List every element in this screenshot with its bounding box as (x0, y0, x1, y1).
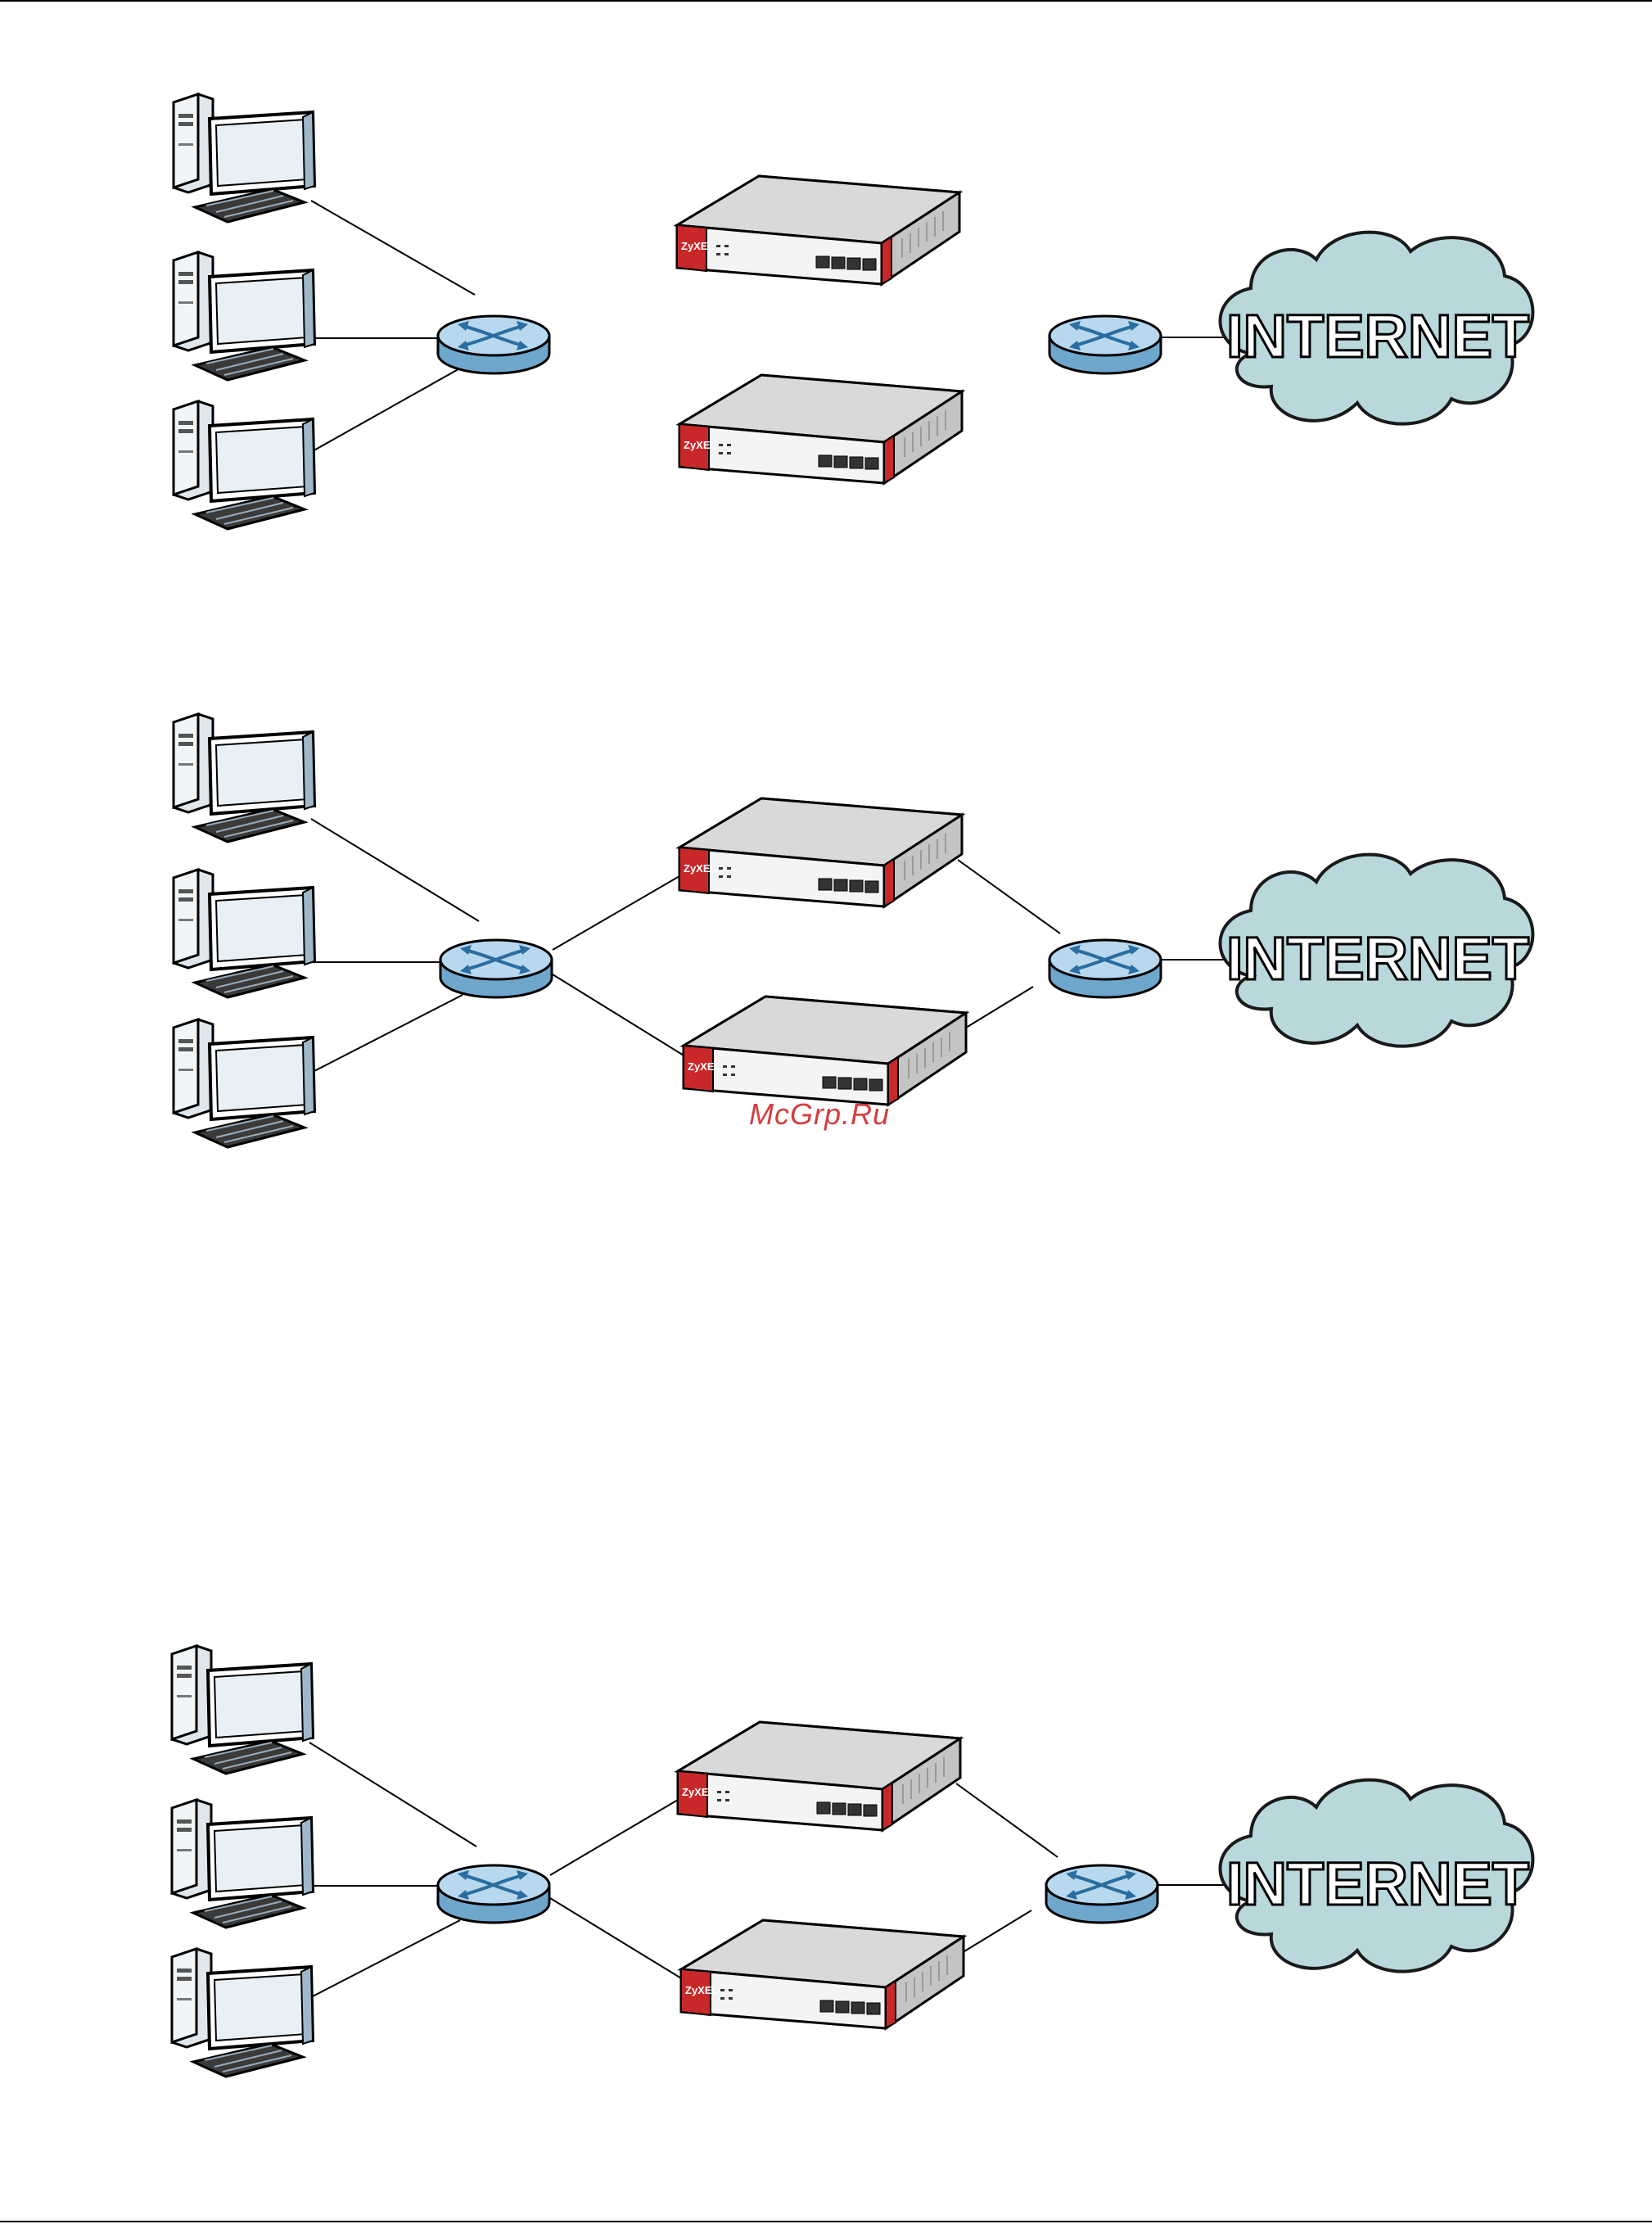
internet-label: INTERNET (1226, 924, 1529, 992)
pc-icon (174, 1019, 314, 1147)
link-pc3-switch (311, 995, 463, 1073)
wan-router-icon (1046, 1865, 1158, 1923)
zyxel-firewall-icon (679, 375, 962, 483)
zyxel-firewall-icon (679, 798, 962, 906)
watermark-text: McGrp.Ru (749, 1097, 890, 1132)
link-firewall2-router (964, 1910, 1031, 1951)
pc-icon (174, 714, 314, 842)
link-pc1-switch (311, 201, 475, 295)
link-switch-firewall2 (553, 974, 692, 1060)
link-pc1-switch (309, 1743, 476, 1847)
link-firewall2-router (966, 987, 1033, 1028)
pc-icon (172, 1646, 313, 1774)
pc-icon (172, 1800, 313, 1928)
zyxel-firewall-icon (678, 1722, 960, 1830)
lan-switch-icon (438, 316, 549, 373)
link-pc3-switch (309, 1920, 460, 1998)
scenario-1-diagram: INTERNET (174, 94, 1532, 529)
pc-icon (174, 252, 314, 380)
link-firewall1-router (956, 1783, 1058, 1857)
pc-icon (174, 870, 314, 997)
zyxel-firewall-icon (684, 997, 966, 1105)
internet-label: INTERNET (1226, 1850, 1529, 1918)
link-firewall1-router (958, 860, 1060, 933)
scenario-3-diagram: INTERNET (172, 1646, 1532, 2077)
pc-icon (174, 94, 314, 222)
wan-router-icon (1049, 940, 1161, 997)
link-switch-firewall2 (550, 1898, 689, 1983)
link-switch-firewall1 (550, 1800, 678, 1875)
pc-icon (174, 401, 314, 529)
lan-switch-icon (438, 1865, 549, 1923)
link-pc1-switch (311, 819, 479, 921)
wan-router-icon (1049, 316, 1161, 373)
zyxel-firewall-icon (677, 176, 959, 284)
internet-label: INTERNET (1226, 302, 1529, 370)
link-switch-firewall1 (553, 876, 679, 950)
zyxel-firewall-icon (681, 1920, 964, 2028)
link-pc3-switch (311, 367, 463, 452)
scenario-2-diagram: INTERNET (174, 714, 1532, 1147)
bottom-border-rule (0, 2221, 1652, 2222)
pc-icon (172, 1949, 313, 2077)
lan-switch-icon (440, 940, 552, 997)
